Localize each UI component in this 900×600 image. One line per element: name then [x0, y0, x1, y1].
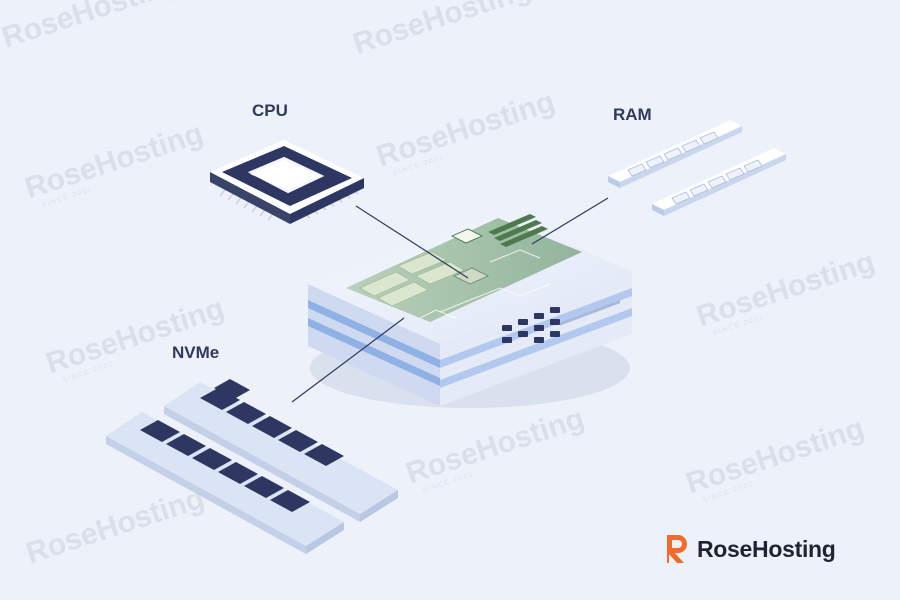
- brand-name: RoseHosting: [697, 535, 836, 562]
- ram-label: RAM: [613, 105, 652, 124]
- rosehosting-logo-icon: [667, 535, 687, 563]
- cpu-icon: [210, 140, 364, 224]
- svg-text:RoseHosting: RoseHosting: [349, 0, 535, 61]
- svg-text:RoseHosting: RoseHosting: [42, 292, 228, 381]
- server-icon: [308, 212, 632, 408]
- ram-stick-icon: [608, 120, 786, 216]
- cpu-label: CPU: [252, 101, 288, 120]
- svg-text:RoseHosting: RoseHosting: [682, 412, 868, 501]
- nvme-ssd-icon: [106, 379, 398, 554]
- connector-lines: [291, 197, 609, 403]
- svg-text:RoseHosting: RoseHosting: [373, 85, 559, 174]
- brand-logo: RoseHosting: [664, 532, 836, 566]
- svg-text:RoseHosting: RoseHosting: [21, 117, 207, 206]
- svg-text:RoseHosting: RoseHosting: [402, 402, 588, 491]
- nvme-label: NVMe: [172, 343, 220, 362]
- svg-text:RoseHosting: RoseHosting: [693, 245, 879, 334]
- svg-text:RoseHosting: RoseHosting: [0, 0, 184, 55]
- svg-text:RoseHosting: RoseHosting: [22, 482, 208, 571]
